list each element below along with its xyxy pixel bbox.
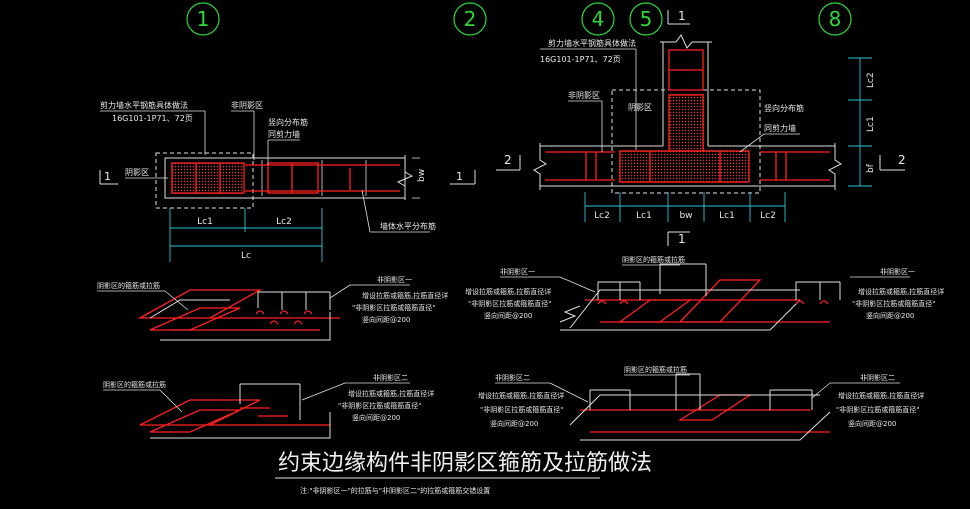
svg-text:竖向间距@200: 竖向间距@200 (848, 419, 896, 428)
iso-detail-left-bottom: 阴影区的箍筋或拉筋 非阴影区二 增设拉筋或箍筋,拉筋直径详 "非阴影区拉筋或箍筋… (103, 373, 434, 439)
iso-detail-right-bottom: 阴影区的箍筋或拉筋 非阴影区二 增设拉筋或箍筋,拉筋直径详 "非阴影区拉筋或箍筋… (478, 365, 924, 441)
svg-text:非阴影区: 非阴影区 (568, 90, 600, 100)
section-mark-right-1: 1 (456, 170, 463, 183)
svg-text:剪力墙水平钢筋具体做法: 剪力墙水平钢筋具体做法 (548, 38, 636, 48)
iso-detail-left-top: 阴影区的箍筋或拉筋 非阴影区一 增设拉筋或箍筋,拉筋直径详 "非阴影区拉筋或箍筋… (97, 275, 448, 341)
svg-text:阴影区的箍筋或拉筋: 阴影区的箍筋或拉筋 (103, 380, 166, 389)
svg-text:阴影区: 阴影区 (628, 102, 652, 112)
footnote: 注:"非阴影区一"的拉筋与"非阴影区二"的拉筋或箍筋交错设置 (300, 486, 490, 495)
axis-bubble-4: 4 (581, 2, 615, 36)
svg-text:5: 5 (640, 7, 653, 31)
axis-bubble-1: 1 (186, 2, 220, 36)
svg-text:阴影区的箍筋或拉筋: 阴影区的箍筋或拉筋 (622, 255, 685, 264)
svg-text:增设拉筋或箍筋,拉筋直径详: 增设拉筋或箍筋,拉筋直径详 (348, 389, 434, 398)
svg-text:竖向间距@200: 竖向间距@200 (866, 311, 914, 320)
svg-text:2: 2 (464, 7, 477, 31)
svg-text:"非阴影区拉筋或箍筋直径": "非阴影区拉筋或箍筋直径" (338, 401, 421, 410)
svg-text:Lc2: Lc2 (594, 211, 610, 221)
svg-text:Lc1: Lc1 (866, 116, 876, 132)
svg-text:竖向分布筋: 竖向分布筋 (764, 103, 804, 113)
drawing-title: 约束边缘构件非阴影区箍筋及拉筋做法 (278, 451, 652, 476)
svg-text:4: 4 (592, 7, 605, 31)
svg-text:"非阴影区拉筋或箍筋直径": "非阴影区拉筋或箍筋直径" (480, 405, 563, 414)
ref-note-2: 16G101-1P71、72页 (112, 114, 193, 123)
section-mark-left-1: 1 (104, 170, 111, 183)
right-plan: Lc2 Lc1 bw Lc1 Lc2 Lc2 Lc1 bf 剪力墙水平钢筋具体做… (496, 9, 906, 246)
iso-detail-right-top: 阴影区的箍筋或拉筋 非阴影区一 增设拉筋或箍筋,拉筋直径详 "非阴影区拉筋或箍筋… (465, 255, 944, 331)
axis-bubble-8: 8 (818, 2, 852, 36)
dim-lc1: Lc1 (197, 217, 213, 227)
svg-text:竖向间距@200: 竖向间距@200 (352, 413, 400, 422)
svg-text:增设拉筋或箍筋,拉筋直径详: 增设拉筋或箍筋,拉筋直径详 (465, 287, 551, 296)
nonshadow-label: 非阴影区 (231, 100, 263, 110)
svg-text:同剪力墙: 同剪力墙 (764, 123, 796, 133)
svg-text:非阴影区一: 非阴影区一 (500, 267, 535, 276)
dim-lc: Lc (241, 251, 251, 261)
svg-text:非阴影区一: 非阴影区一 (377, 275, 412, 284)
axis-bubble-2: 2 (453, 2, 487, 36)
svg-text:阴影区的箍筋或拉筋: 阴影区的箍筋或拉筋 (624, 365, 687, 374)
axis-bubble-5: 5 (629, 2, 663, 36)
dim-lc2: Lc2 (276, 217, 292, 227)
svg-text:16G101-1P71、72页: 16G101-1P71、72页 (540, 55, 621, 64)
svg-text:Lc2: Lc2 (760, 211, 776, 221)
svg-text:"非阴影区拉筋或箍筋直径": "非阴影区拉筋或箍筋直径" (852, 299, 935, 308)
svg-text:2: 2 (898, 153, 906, 167)
svg-text:增设拉筋或箍筋,拉筋直径详: 增设拉筋或箍筋,拉筋直径详 (838, 391, 924, 400)
svg-text:Lc1: Lc1 (719, 211, 735, 221)
left-plan: bw Lc1 Lc2 Lc 剪力墙水平钢筋具体做法 16G101-1P71、72… (99, 100, 476, 262)
svg-text:"非阴影区拉筋或箍筋直径": "非阴影区拉筋或箍筋直径" (468, 299, 551, 308)
shadow-label: 阴影区 (125, 167, 149, 177)
svg-text:"非阴影区拉筋或箍筋直径": "非阴影区拉筋或箍筋直径" (352, 303, 435, 312)
svg-text:增设拉筋或箍筋,拉筋直径详: 增设拉筋或箍筋,拉筋直径详 (362, 291, 448, 300)
shadow-zone-hatch (170, 162, 244, 194)
svg-text:1: 1 (678, 9, 686, 23)
svg-text:非阴影区二: 非阴影区二 (495, 373, 530, 382)
svg-text:bf: bf (866, 163, 876, 173)
vertical-bar-label: 竖向分布筋 (268, 117, 308, 127)
svg-text:Lc2: Lc2 (866, 72, 876, 88)
svg-text:1: 1 (678, 232, 686, 246)
vertical-bar-label-2: 同剪力墙 (268, 129, 300, 139)
dim-bw: bw (417, 169, 427, 182)
svg-text:阴影区的箍筋或拉筋: 阴影区的箍筋或拉筋 (97, 281, 160, 290)
svg-text:8: 8 (829, 7, 842, 31)
horizontal-bar-label: 墙体水平分布筋 (380, 221, 436, 231)
svg-text:竖向间距@200: 竖向间距@200 (362, 315, 410, 324)
ref-note-1: 剪力墙水平钢筋具体做法 (100, 100, 188, 110)
svg-text:竖向间距@200: 竖向间距@200 (490, 419, 538, 428)
svg-text:"非阴影区拉筋或箍筋直径": "非阴影区拉筋或箍筋直径" (836, 405, 919, 414)
svg-text:非阴影区二: 非阴影区二 (860, 373, 895, 382)
svg-text:bw: bw (679, 211, 692, 221)
svg-text:竖向间距@200: 竖向间距@200 (484, 311, 532, 320)
svg-text:Lc1: Lc1 (636, 211, 652, 221)
svg-text:增设拉筋或箍筋,拉筋直径详: 增设拉筋或箍筋,拉筋直径详 (858, 287, 944, 296)
svg-text:非阴影区一: 非阴影区一 (880, 267, 915, 276)
svg-text:1: 1 (197, 7, 210, 31)
svg-text:非阴影区二: 非阴影区二 (373, 373, 408, 382)
svg-text:2: 2 (504, 153, 512, 167)
svg-text:增设拉筋或箍筋,拉筋直径详: 增设拉筋或箍筋,拉筋直径详 (478, 391, 564, 400)
